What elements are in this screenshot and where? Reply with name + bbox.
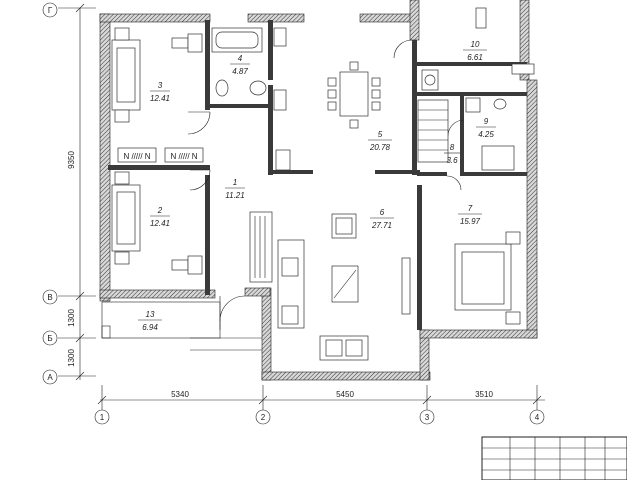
bathroom-4-furniture (211, 27, 287, 111)
room-label-4: 4 4.87 (230, 54, 250, 76)
svg-text:6: 6 (380, 208, 385, 217)
svg-text:20.78: 20.78 (369, 143, 391, 152)
svg-text:4.25: 4.25 (478, 130, 494, 139)
room-label-9: 9 4.25 (476, 117, 496, 139)
svg-text:11.21: 11.21 (225, 191, 244, 200)
svg-text:12.41: 12.41 (150, 219, 170, 228)
svg-text:2: 2 (261, 413, 266, 422)
svg-text:4: 4 (535, 413, 540, 422)
interior-walls (108, 20, 527, 330)
dim-left-a: 1300 (67, 349, 76, 367)
bedroom-7-furniture (454, 231, 521, 325)
svg-text:27.71: 27.71 (371, 221, 392, 230)
living-furniture (249, 211, 411, 361)
svg-text:6.61: 6.61 (467, 53, 483, 62)
svg-text:1: 1 (100, 413, 105, 422)
room-label-10: 10 6.61 (463, 40, 487, 62)
svg-text:7: 7 (468, 204, 473, 213)
axis-marker-4: 4 (529, 409, 545, 425)
room-label-6: 6 27.71 (370, 208, 394, 230)
room-label-8: 8 3.6 (444, 143, 460, 165)
bedroom-2-furniture (111, 171, 203, 275)
dim-bottom-2: 5450 (336, 390, 354, 399)
room-label-2: 2 12.41 (150, 206, 170, 228)
svg-text:8: 8 (450, 143, 455, 152)
dimension-lines (58, 3, 545, 410)
axis-marker-3: 3 (419, 409, 435, 425)
axis-marker-2: 2 (255, 409, 271, 425)
dining-furniture (275, 61, 381, 171)
svg-text:2: 2 (157, 206, 163, 215)
svg-text:Б: Б (47, 334, 52, 343)
svg-text:6.94: 6.94 (142, 323, 158, 332)
exterior-walls (99, 0, 538, 381)
title-block (481, 436, 627, 480)
axis-marker-b: Б (42, 330, 58, 346)
svg-text:Г: Г (48, 6, 53, 15)
svg-text:12.41: 12.41 (150, 94, 170, 103)
utility-fixtures (417, 7, 535, 171)
svg-text:N ///// N: N ///// N (170, 152, 197, 161)
svg-text:9: 9 (484, 117, 489, 126)
svg-text:А: А (47, 373, 53, 382)
svg-text:N ///// N: N ///// N (123, 152, 150, 161)
axis-marker-g: Г (42, 2, 58, 18)
svg-text:1: 1 (233, 178, 237, 187)
svg-text:4.87: 4.87 (232, 67, 248, 76)
bedroom-3-furniture (111, 27, 203, 123)
room-label-5: 5 20.78 (368, 130, 392, 152)
room-label-1: 1 11.21 (225, 178, 245, 200)
svg-text:15.97: 15.97 (460, 217, 481, 226)
svg-text:13: 13 (146, 310, 155, 319)
room-label-13: 13 6.94 (138, 310, 162, 332)
axis-marker-1: 1 (94, 409, 110, 425)
room-label-7: 7 15.97 (458, 204, 482, 226)
dim-bottom-3: 3510 (475, 390, 493, 399)
svg-text:10: 10 (471, 40, 480, 49)
terrace (101, 301, 262, 351)
svg-text:5: 5 (378, 130, 383, 139)
room-label-3: 3 12.41 (150, 81, 170, 103)
dim-left-b: 1300 (67, 309, 76, 327)
svg-text:3: 3 (425, 413, 430, 422)
wardrobe-icons: N ///// N N ///// N (117, 147, 204, 163)
dim-bottom-1: 5340 (171, 390, 189, 399)
svg-text:4: 4 (238, 54, 243, 63)
svg-text:3: 3 (158, 81, 163, 90)
svg-text:В: В (47, 293, 52, 302)
axis-marker-a: А (42, 369, 58, 385)
dim-left-total: 9350 (67, 151, 76, 169)
axis-marker-v: В (42, 289, 58, 305)
svg-text:3.6: 3.6 (446, 156, 458, 165)
